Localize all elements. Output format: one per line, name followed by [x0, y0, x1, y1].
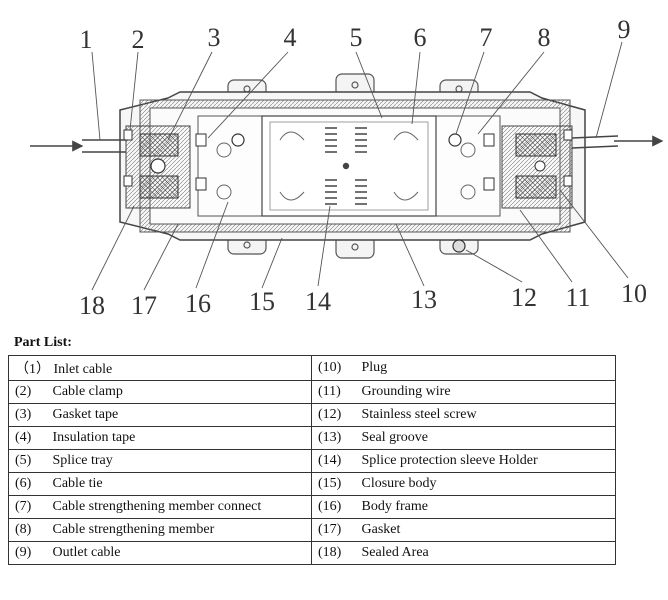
table-row: (8) Cable strengthening member (17) Gask…	[8, 518, 616, 542]
leader-lines	[91, 41, 629, 291]
callout-4: 4	[284, 23, 297, 52]
callout-5: 5	[350, 23, 363, 52]
outlet-cable	[571, 135, 664, 149]
part-list-table: （1） Inlet cable (10) Plug (2) Cable clam…	[8, 355, 616, 565]
part-cell: (10) Plug	[311, 355, 616, 381]
part-cell: (16) Body frame	[311, 495, 616, 519]
callout-14: 14	[305, 287, 331, 316]
part-list-title: Part List:	[14, 335, 72, 350]
callout-15: 15	[249, 287, 275, 316]
part-cell: (14) Splice protection sleeve Holder	[311, 449, 616, 473]
callout-2: 2	[132, 25, 145, 54]
sleeve-holder	[325, 127, 367, 205]
strength-member-connectors	[231, 133, 462, 147]
part-cell: (2) Cable clamp	[8, 380, 312, 404]
callout-6: 6	[414, 23, 427, 52]
callout-11: 11	[565, 283, 590, 312]
callout-9: 9	[618, 15, 631, 44]
inlet-cable	[30, 139, 126, 153]
callout-16: 16	[185, 289, 211, 318]
table-row: (9) Outlet cable (18) Sealed Area	[8, 541, 616, 565]
table-row: (2) Cable clamp (11) Grounding wire	[8, 380, 616, 404]
part-cell: (15) Closure body	[311, 472, 616, 496]
part-cell: (4) Insulation tape	[8, 426, 312, 450]
table-row: （1） Inlet cable (10) Plug	[8, 355, 616, 381]
screw-icon	[452, 239, 466, 253]
part-cell: (12) Stainless steel screw	[311, 403, 616, 427]
callout-17: 17	[131, 291, 157, 320]
callout-8: 8	[538, 23, 551, 52]
callout-13: 13	[411, 285, 437, 314]
table-row: (4) Insulation tape (13) Seal groove	[8, 426, 616, 450]
table-row: (6) Cable tie (15) Closure body	[8, 472, 616, 496]
part-cell: (7) Cable strengthening member connect	[8, 495, 312, 519]
fiber-loops	[216, 131, 476, 201]
table-row: (3) Gasket tape (12) Stainless steel scr…	[8, 403, 616, 427]
callout-12: 12	[511, 283, 537, 312]
part-cell: (18) Sealed Area	[311, 541, 616, 565]
table-row: (7) Cable strengthening member connect (…	[8, 495, 616, 519]
part-cell: (6) Cable tie	[8, 472, 312, 496]
part-cell: (3) Gasket tape	[8, 403, 312, 427]
callout-3: 3	[208, 23, 221, 52]
callout-numbers: 1 2 3 4 5 6 7 8 9 10 11 12 13 14 15 16 1…	[79, 15, 647, 320]
part-cell: (11) Grounding wire	[311, 380, 616, 404]
part-cell: (13) Seal groove	[311, 426, 616, 450]
part-cell: （1） Inlet cable	[8, 355, 312, 381]
callout-7: 7	[480, 23, 493, 52]
closure-diagram: 1 2 3 4 5 6 7 8 9 10 11 12 13 14 15 16 1…	[30, 15, 664, 320]
part-cell: (5) Splice tray	[8, 449, 312, 473]
part-cell: (9) Outlet cable	[8, 541, 312, 565]
left-cable-clamp	[123, 125, 207, 209]
part-cell: (17) Gasket	[311, 518, 616, 542]
table-row: (5) Splice tray (14) Splice protection s…	[8, 449, 616, 473]
callout-18: 18	[79, 291, 105, 320]
part-cell: (8) Cable strengthening member	[8, 518, 312, 542]
right-cable-clamp	[483, 125, 573, 209]
callout-10: 10	[621, 279, 647, 308]
callout-1: 1	[80, 25, 93, 54]
